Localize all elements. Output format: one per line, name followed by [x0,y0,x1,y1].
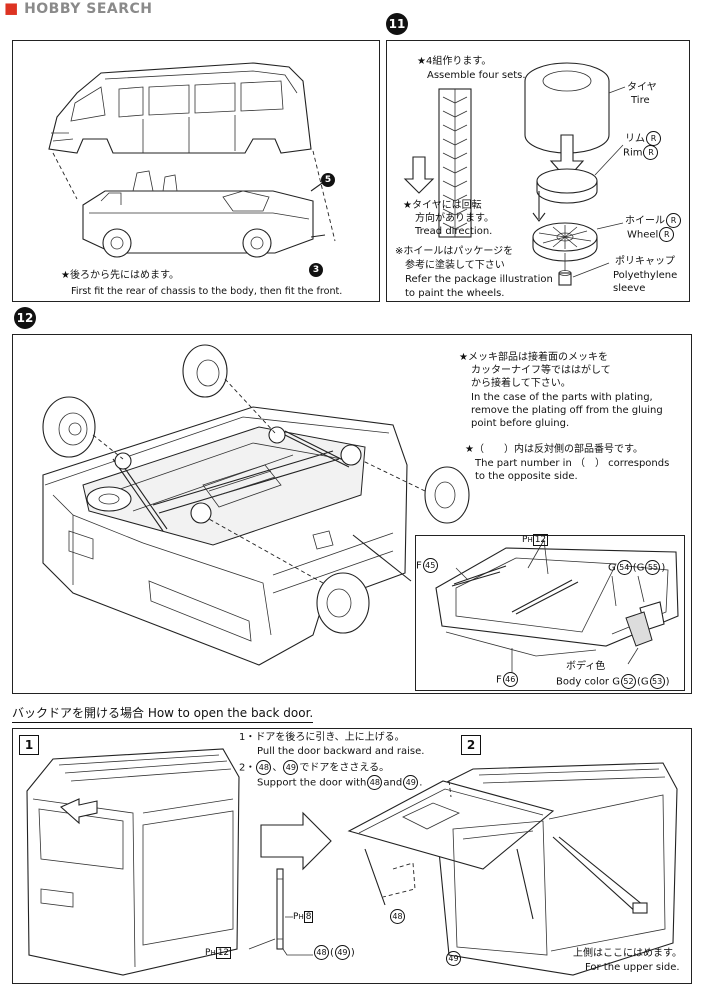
fit-instruction-jp: ★後ろから先にはめます。 [61,270,179,281]
part-48-label: 48 [389,909,406,924]
paint-jp-2: 参考に塗装して下さい [405,260,505,271]
sleeve-label-en-2: sleeve [613,283,646,294]
tire-rim-wheel-illustration [403,62,626,286]
part-48-49-label: 48(49) [313,945,355,960]
plating-en-1: In the case of the parts with plating, [471,392,653,403]
inst1-jp: 1・ドアを後ろに引き、上に上げる。 [239,732,405,743]
panel-step-11: ★4組作ります。 Assemble four sets. [386,40,690,302]
tire-label-jp: タイヤ [627,82,657,93]
watermark-text: HOBBY SEARCH [24,1,153,17]
part-number-3: 3 [309,263,323,277]
sleeve-label-jp: ポリキャップ [615,256,675,267]
tire-label-en: Tire [631,95,650,106]
step-box-1: 1 [19,735,39,755]
r-mark-icon: R [666,213,681,228]
opposite-en-2: to the opposite side. [475,471,578,482]
opposite-jp: ★（ ）内は反対側の部品番号です。 [465,444,643,455]
panel-body-chassis: 5 3 ★後ろから先にはめます。 First fit the rear of c… [12,40,380,302]
plating-jp-1: ★メッキ部品は接着面のメッキを [459,352,608,363]
plating-en-2: remove the plating off from the gluing [471,405,663,416]
upper-side-jp: 上側はここにはめます。 [573,948,682,959]
upper-side-en: For the upper side. [585,962,680,973]
plating-jp-3: から接着して下さい。 [471,378,571,389]
sleeve-label-en-1: Polyethylene [613,270,678,281]
tread-jp-1: ★タイヤには回転 [403,200,482,211]
paint-en-2: to paint the wheels. [405,288,505,299]
backdoor-header: バックドアを開ける場合 How to open the back door. [12,705,314,723]
opposite-en-1: The part number in （ ） corresponds [475,458,670,469]
step-11-badge: 11 [386,13,408,35]
r-mark-icon: R [643,145,659,160]
logo-mark-icon: ■ [4,0,19,17]
panel-step-12: ★メッキ部品は接着面のメッキを カッターナイフ等でははがして から接着して下さい… [12,334,692,694]
fit-instruction-en: First fit the rear of chassis to the bod… [71,286,343,297]
backdoor-illustration [26,748,678,976]
part-49-label: 49 [445,951,462,966]
plating-en-3: point before gluing. [471,418,570,429]
step-box-2: 2 [461,735,481,755]
body-color-jp: ボディ色 [566,661,606,672]
paint-en-1: Refer the package illustration [405,274,553,285]
windshield-wiper-illustration [435,539,679,672]
part-number-5: 5 [321,173,335,187]
chassis-underside-illustration [42,344,470,666]
r-mark-icon: R [646,131,661,146]
plating-jp-2: カッターナイフ等でははがして [471,365,611,376]
van-body-chassis-illustration [48,62,336,258]
tread-en: Tread direction. [415,226,493,237]
assemble-jp: ★4組作ります。 [417,56,492,67]
tread-jp-2: 方向があります。 [415,213,494,224]
watermark-logo: ■ HOBBY SEARCH [4,0,153,17]
r-mark-icon: R [659,227,675,242]
paint-jp-1: ※ホイールはパッケージを [395,246,514,257]
assemble-en: Assemble four sets. [427,70,526,81]
step-12-badge: 12 [14,307,36,329]
inst1-en: Pull the door backward and raise. [257,746,425,757]
panel-backdoor: 1 2 1・ドアを後ろに引き、上に上げる。 Pull the door back… [12,728,692,984]
